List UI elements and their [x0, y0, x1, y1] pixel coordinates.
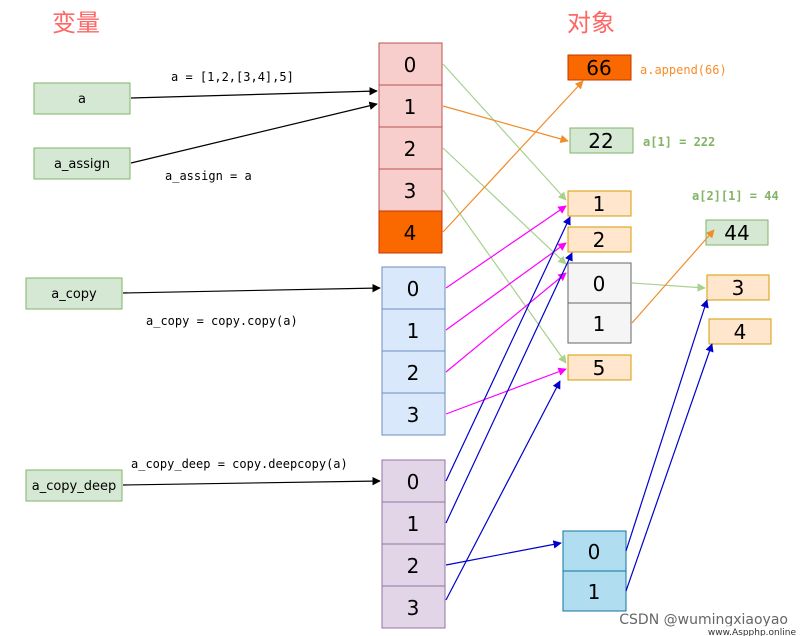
watermark-csdn: CSDN @wumingxiaoyao: [619, 612, 788, 628]
list-a-cell: 3: [404, 179, 417, 203]
arrow-a1-to-22: [442, 105, 569, 144]
obj-4: 4: [708, 318, 772, 345]
list-copy-cell: 3: [407, 403, 420, 427]
annotation-append: a.append(66): [640, 63, 727, 77]
arrow-inner1-to-44: [631, 229, 715, 324]
obj-44: 44: [705, 219, 769, 246]
obj-3-value: 3: [732, 276, 745, 300]
var-a-copy-deep-label: a_copy_deep: [32, 479, 117, 494]
deep-inner-list-cell: 0: [588, 540, 601, 564]
list-a: 0 1 2 3 4: [378, 42, 443, 254]
arrow-a-copy-deep-to-list: [122, 476, 381, 486]
arrow-a-to-list: [130, 87, 378, 99]
arrow-a4-to-66: [442, 80, 584, 233]
var-a-assign: a_assign: [33, 147, 131, 180]
obj-2: 2: [567, 226, 632, 253]
list-a-cell: 2: [404, 137, 417, 161]
inner-list: 0 1: [567, 262, 632, 344]
list-copy: 0 1 2 3: [381, 266, 446, 436]
code-a-copy-def: a_copy = copy.copy(a): [146, 314, 298, 328]
arrow-copy3-to-5: [445, 367, 567, 415]
variables-heading: 变量: [52, 9, 100, 37]
code-a-copy-deep-def: a_copy_deep = copy.deepcopy(a): [131, 457, 348, 471]
list-a-cell: 4: [404, 221, 417, 245]
arrow-copy2-to-inner: [445, 272, 567, 373]
obj-5: 5: [567, 354, 632, 381]
list-a-cell: 0: [404, 53, 417, 77]
list-copy-cell: 1: [407, 319, 420, 343]
inner-list-cell: 1: [593, 312, 606, 336]
inner-list-cell: 0: [593, 272, 606, 296]
obj-66: 66: [567, 54, 632, 81]
var-a-copy-label: a_copy: [51, 287, 97, 302]
arrow-deep-inner0-to-3: [625, 299, 709, 552]
var-a-copy-deep: a_copy_deep: [25, 469, 123, 502]
arrow-deep0-to-1: [445, 216, 571, 482]
obj-22-value: 22: [588, 129, 613, 153]
var-a-copy: a_copy: [25, 277, 123, 310]
list-deep: 0 1 2 3: [381, 459, 446, 629]
list-a-cell: 1: [404, 95, 417, 119]
list-deep-cell: 2: [407, 554, 420, 578]
arrow-a-copy-to-list: [122, 283, 381, 294]
code-a-assign-def: a_assign = a: [165, 169, 252, 183]
obj-2-value: 2: [593, 228, 606, 252]
objects-heading: 对象: [567, 9, 615, 37]
deep-inner-list: 0 1: [562, 530, 627, 612]
obj-66-value: 66: [586, 56, 611, 80]
annotation-set-a1: a[1] = 222: [643, 135, 715, 149]
arrow-a3-to-5: [442, 189, 567, 364]
watermark-site: www.Aspphp.online: [708, 628, 797, 636]
list-deep-cell: 1: [407, 512, 420, 536]
deep-inner-list-cell: 1: [588, 580, 601, 604]
arrow-deep3-to-5: [445, 380, 561, 601]
arrow-a-assign-to-list: [130, 101, 378, 164]
list-copy-cell: 0: [407, 277, 420, 301]
obj-4-value: 4: [734, 320, 747, 344]
var-a-label: a: [78, 92, 86, 107]
arrow-a2-to-inner: [442, 147, 567, 265]
arrow-deep2-to-deep-inner: [445, 540, 562, 566]
arrow-a0-to-1: [442, 63, 567, 201]
obj-1-value: 1: [593, 192, 606, 216]
obj-1: 1: [567, 190, 632, 217]
arrow-inner0-to-3: [631, 282, 706, 292]
obj-5-value: 5: [593, 356, 606, 380]
obj-44-value: 44: [724, 221, 749, 245]
list-copy-cell: 2: [407, 361, 420, 385]
var-a-assign-label: a_assign: [54, 157, 110, 172]
code-a-def: a = [1,2,[3,4],5]: [171, 70, 294, 84]
arrow-copy0-to-1: [445, 205, 567, 289]
reference-arrows: [122, 63, 715, 601]
var-a: a: [33, 82, 131, 115]
arrow-deep-inner1-to-4: [625, 343, 714, 592]
annotation-set-a21: a[2][1] = 44: [692, 189, 779, 203]
list-deep-cell: 0: [407, 470, 420, 494]
arrow-deep1-to-2: [445, 252, 573, 524]
arrow-copy1-to-2: [445, 242, 567, 331]
list-deep-cell: 3: [407, 596, 420, 620]
obj-3: 3: [706, 274, 770, 301]
obj-22: 22: [569, 127, 634, 154]
